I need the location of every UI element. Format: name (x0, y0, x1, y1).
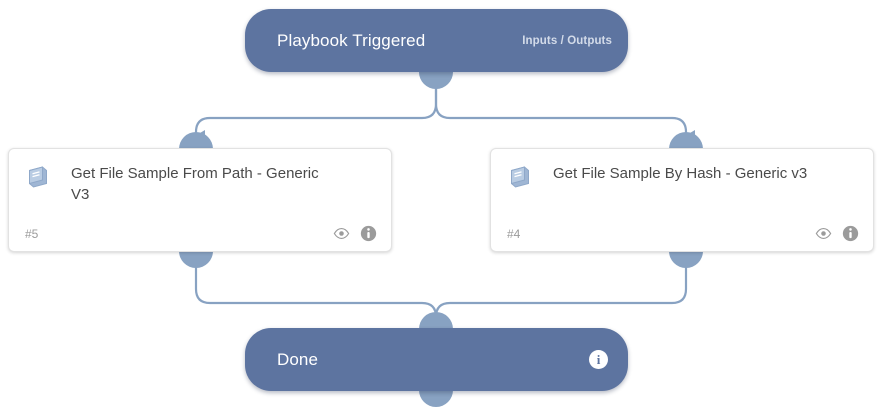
node-playbook-triggered[interactable]: Playbook Triggered Inputs / Outputs (245, 9, 628, 72)
task-id: #4 (507, 226, 521, 241)
task-card[interactable]: Get File Sample By Hash - Generic v3 #4 (490, 148, 874, 252)
info-icon-glyph: i (596, 352, 601, 367)
eye-icon[interactable] (815, 225, 832, 242)
connector-dome-done-top (419, 312, 453, 329)
task-card[interactable]: Get File Sample From Path - Generic V3 #… (8, 148, 392, 252)
connector-dome-done-bottom (419, 390, 453, 407)
node-title: Done (277, 349, 319, 369)
connector-dome-right-card-top (669, 132, 703, 149)
node-title: Playbook Triggered (277, 30, 426, 50)
task-card-actions (815, 225, 859, 242)
task-title: Get File Sample By Hash - Generic v3 (553, 165, 808, 182)
task-title: Get File Sample From Path - Generic V3 (71, 165, 319, 203)
task-card-footer: #4 (491, 225, 873, 242)
info-icon[interactable] (360, 225, 377, 242)
task-card-footer: #5 (9, 225, 391, 242)
edge-left-to-done (194, 264, 445, 327)
edge-trigger-to-right (434, 85, 695, 142)
task-card-body: Get File Sample By Hash - Generic v3 (491, 149, 873, 190)
connector-dome-right-card-bottom (669, 251, 703, 268)
eye-icon[interactable] (333, 225, 350, 242)
task-card-actions (333, 225, 377, 242)
info-icon[interactable] (842, 225, 859, 242)
task-id: #5 (25, 226, 39, 241)
node-done[interactable]: Done i (245, 328, 628, 391)
task-card-body: Get File Sample From Path - Generic V3 (9, 149, 391, 205)
book-icon (507, 164, 533, 190)
connector-dome-trigger-bottom (419, 72, 453, 89)
edge-right-to-done (434, 264, 688, 327)
inputs-outputs-label[interactable]: Inputs / Outputs (522, 34, 612, 47)
connector-dome-left-card-top (179, 132, 213, 149)
book-icon (25, 164, 51, 190)
connector-dome-left-card-bottom (179, 251, 213, 268)
edge-trigger-to-left (194, 85, 438, 142)
info-icon[interactable]: i (589, 350, 608, 369)
